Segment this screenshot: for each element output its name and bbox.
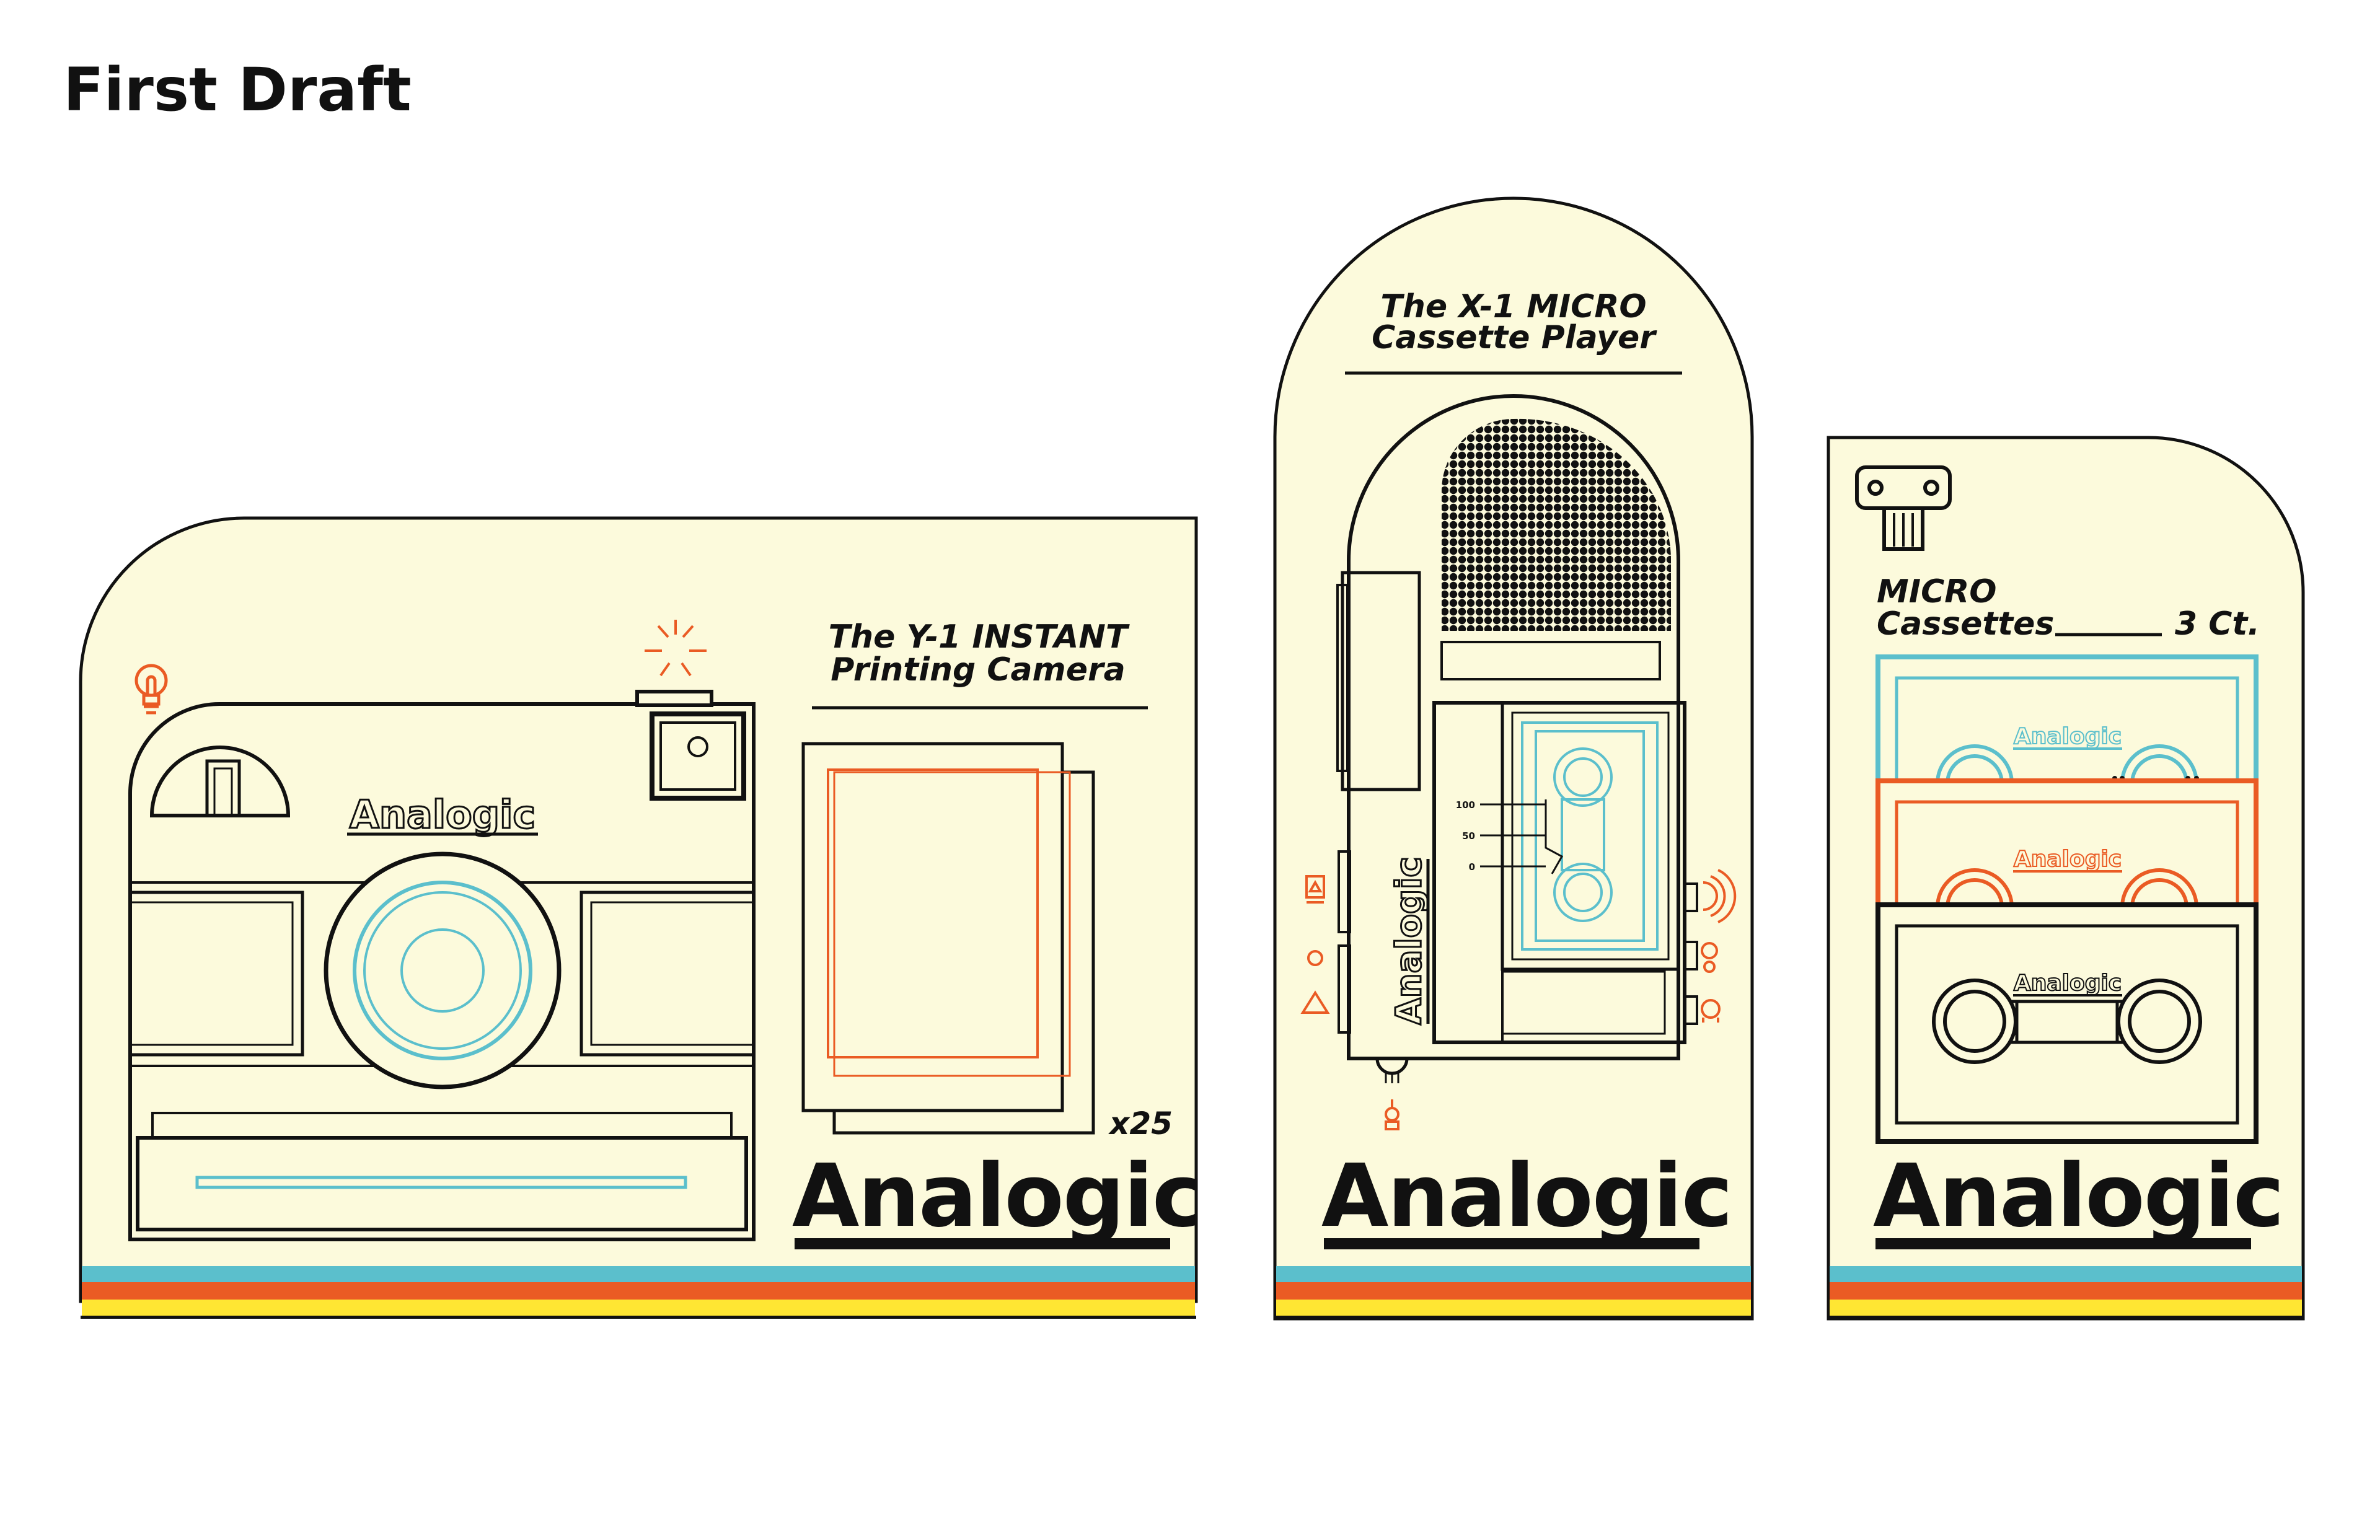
level-mark-50: 50 <box>1462 830 1475 842</box>
hanger-tab-icon <box>1855 465 1952 551</box>
player-box-logo: Analogic <box>1321 1146 1732 1247</box>
circle-button-icon <box>1307 950 1323 966</box>
player-box: The X-1 MICRO Cassette Player <box>1273 196 1754 1321</box>
player-window-cassette <box>1521 721 1659 951</box>
cassette-logo-underline <box>1875 1238 2251 1249</box>
cassette-orange-label: Analogic <box>2014 847 2122 872</box>
film-stack <box>801 742 1095 1135</box>
camera-illustration <box>128 690 756 1241</box>
cassette-box: MICRO Cassettes 3 Ct. Analogic Ana <box>1827 436 2305 1321</box>
record-icon <box>1305 875 1325 904</box>
page-title: First Draft <box>63 55 412 125</box>
camera-film-count: x25 <box>1108 1106 1173 1142</box>
camera-box-logo: Analogic <box>792 1146 1202 1247</box>
camera-box-title-line1: The Y-1 INSTANT <box>829 618 1130 656</box>
level-meter: 100 50 0 <box>1456 799 1564 874</box>
cassette-black-label: Analogic <box>2014 970 2122 996</box>
level-mark-100: 100 <box>1456 799 1475 811</box>
rainbow-stripes <box>1275 1266 1752 1319</box>
cassette-player-illustration <box>1336 394 1698 1083</box>
headphone-icon <box>1701 942 1721 1023</box>
rainbow-stripes <box>81 1266 1196 1319</box>
cassette-box-logo: Analogic <box>1873 1146 2283 1247</box>
player-box-title-line1: The X-1 MICRO <box>1380 288 1646 325</box>
cassette-teal-label: Analogic <box>2014 724 2122 749</box>
camera-box: The Y-1 INSTANT Printing Camera <box>79 516 1204 1319</box>
cassette-orange <box>1875 778 2259 923</box>
lightbulb-icon <box>134 664 168 715</box>
flash-burst-icon <box>645 620 707 677</box>
player-box-title-line2: Cassette Player <box>1372 319 1657 356</box>
cassette-black <box>1875 902 2259 1144</box>
player-logo-underline <box>1324 1238 1699 1249</box>
cassette-box-title-line1: MICRO <box>1877 573 1997 610</box>
rainbow-stripes <box>1828 1266 2303 1319</box>
cassette-box-title-line2: Cassettes <box>1877 605 2054 643</box>
camera-logo-underline <box>795 1238 1170 1249</box>
camera-box-title-line2: Printing Camera <box>831 651 1125 689</box>
plug-icon <box>1385 1099 1399 1130</box>
triangle-button-icon <box>1300 990 1330 1014</box>
player-side-badge: Analogic <box>1389 856 1429 1024</box>
level-mark-0: 0 <box>1469 861 1475 873</box>
cassette-count: 3 Ct. <box>2175 605 2260 643</box>
camera-badge-text: Analogic <box>350 792 536 837</box>
speaker-wave-icon <box>1703 869 1737 923</box>
